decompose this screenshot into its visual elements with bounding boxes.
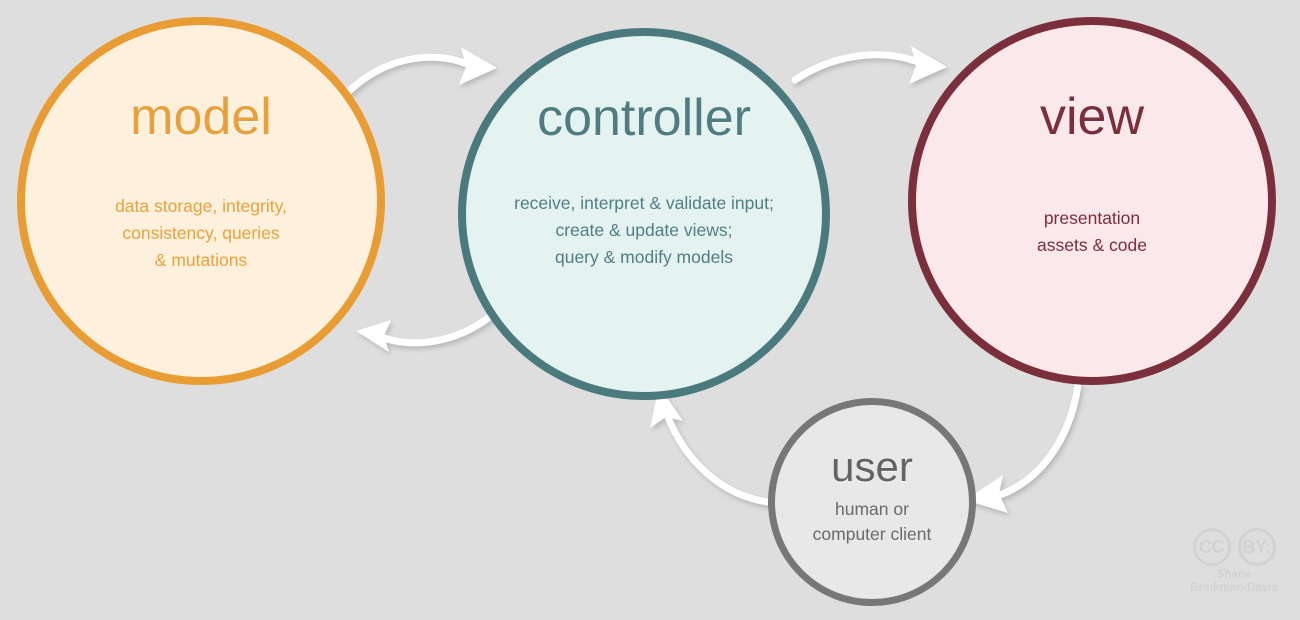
creative-commons-icon: CC: [1192, 528, 1231, 566]
node-user-title: user: [831, 443, 913, 490]
node-user-description: human or computer client: [812, 499, 932, 544]
node-view-description: presentation assets & code: [1037, 208, 1147, 255]
node-controller-title: controller: [537, 89, 751, 147]
arrow-user-to-controller: [650, 386, 772, 506]
node-controller-description: receive, interpret & validate input; cre…: [514, 193, 774, 267]
arrow-controller-to-model: [356, 311, 496, 352]
node-controller[interactable]: controller receive, interpret & validate…: [458, 28, 830, 400]
node-view[interactable]: view presentation assets & code: [908, 17, 1276, 385]
node-user[interactable]: user human or computer client: [768, 398, 976, 606]
node-model[interactable]: model data storage, integrity, consisten…: [17, 17, 385, 385]
creative-commons-attribution: CC BY: Shane Brinkman-Davis: [1178, 528, 1290, 604]
arrow-controller-to-view: [791, 46, 947, 84]
cc-license-icons: CC BY:: [1192, 528, 1276, 566]
node-model-description: data storage, integrity, consistency, qu…: [115, 196, 287, 270]
arrow-model-to-controller: [341, 47, 497, 99]
arrow-view-to-user: [965, 381, 1082, 513]
cc-by-icon: BY:: [1237, 528, 1276, 566]
author-name: Shane Brinkman-Davis: [1190, 569, 1278, 594]
node-view-title: view: [1039, 88, 1145, 146]
node-model-title: model: [130, 88, 272, 146]
